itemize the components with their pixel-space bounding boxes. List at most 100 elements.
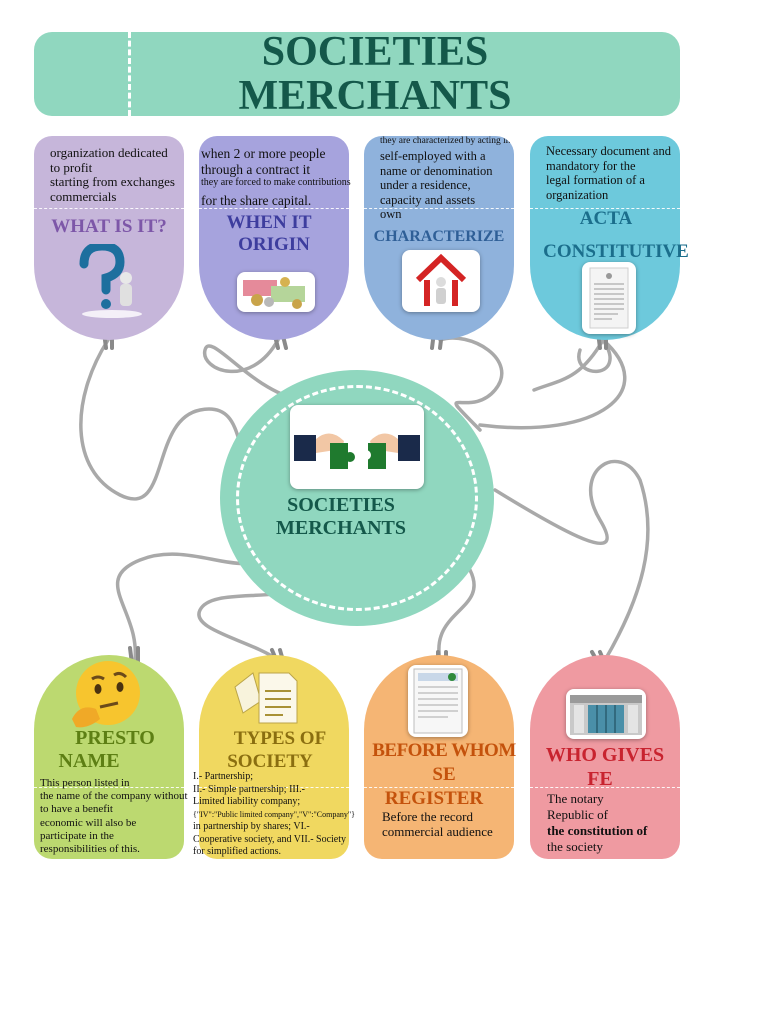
card-characterize: they are characterized by acting in self…: [364, 136, 514, 340]
text-line: responsibilities of this.: [40, 843, 140, 856]
wire-acta: [478, 338, 627, 430]
card-fe-heading: WHO GIVES FE: [524, 743, 686, 791]
text-line: The notary: [547, 791, 604, 806]
text-line-bold: the constitution of: [547, 823, 648, 838]
wire-presto: [115, 552, 272, 662]
heading-line: SE: [432, 764, 456, 785]
text-line: in partnership by shares; VI.-: [193, 821, 310, 832]
text-line: they are forced to make contributions: [201, 177, 351, 188]
card-divider: [199, 787, 349, 788]
text-line: Necessary document and: [546, 144, 671, 158]
card-fe-text: The notary Republic of the constitution …: [547, 791, 647, 855]
title-line-2: MERCHANTS: [238, 73, 512, 119]
heading-line: REGISTER: [384, 788, 484, 809]
text-line: to have a benefit: [40, 803, 113, 816]
card-what-text: organization dedicated to profit startin…: [50, 145, 175, 204]
text-line: participate in the: [40, 829, 114, 842]
center-ring: [236, 385, 478, 611]
card-acta-constitutive: Necessary document and mandatory for the…: [530, 136, 689, 340]
papers-icon: [231, 667, 301, 727]
banner-divider: [128, 32, 131, 116]
text-line: organization dedicated: [50, 145, 168, 160]
wire-origin: [203, 338, 302, 402]
page-title: SOCIETIES MERCHANTS: [150, 30, 600, 118]
text-line: This person listed in: [40, 777, 130, 789]
heading-line: WHEN IT: [226, 212, 312, 233]
heading-line: FE: [587, 768, 613, 790]
text-line: Cooperative society, and VII.- Society: [193, 833, 347, 845]
card-origin-heading: WHEN IT ORIGIN: [199, 212, 349, 256]
heading-line: ACTA: [579, 208, 633, 229]
card-divider: [364, 787, 514, 788]
card-when-it-origin: when 2 or more people through a contract…: [199, 136, 351, 340]
heading-line: WHO GIVES: [545, 744, 665, 766]
card-who-gives-fe: WHO GIVES FE The notary Republic of the …: [530, 655, 680, 859]
text-line: when 2 or more people: [201, 146, 326, 161]
text-line: under a residence,: [380, 178, 471, 192]
heading-line: TYPES OF: [233, 728, 327, 749]
text-line: starting from exchanges: [50, 174, 175, 189]
card-characterize-text: they are characterized by acting in self…: [380, 136, 511, 222]
wire-fe: [493, 459, 650, 662]
heading-line: NAME: [58, 750, 120, 772]
building-icon: [566, 689, 646, 739]
thinking-face-icon: [66, 657, 146, 733]
text-line: Before the record: [382, 809, 473, 824]
wire-what: [79, 338, 262, 501]
card-divider: [34, 208, 184, 209]
heading-line: BEFORE WHOM: [372, 740, 516, 761]
text-line: for the share capital.: [201, 193, 312, 208]
text-line: own: [380, 207, 402, 221]
text-line: they are characterized by acting in: [380, 136, 511, 146]
question-mark-figure-icon: [74, 241, 144, 320]
house-figure-icon: [402, 250, 480, 312]
text-line: organization: [546, 187, 609, 202]
card-divider: [530, 787, 680, 788]
text-line: for simplified actions.: [193, 846, 282, 857]
text-line: name or denomination: [380, 163, 493, 178]
card-origin-text: when 2 or more people through a contract…: [201, 146, 351, 209]
heading-line: PRESTO: [75, 727, 155, 749]
center-label-line-2: MERCHANTS: [275, 517, 406, 539]
puzzle-handshake-icon: [290, 405, 424, 489]
money-icon: [237, 272, 315, 312]
card-presto-heading: PRESTO NAME: [34, 727, 184, 773]
text-line: through a contract it: [201, 161, 311, 177]
text-line: self-employed with a: [380, 149, 486, 163]
text-line: commercials: [50, 188, 117, 204]
text-line: capacity and assets: [380, 192, 476, 207]
heading-line: CONSTITUTIVE: [543, 241, 689, 262]
text-line: legal formation of a: [546, 173, 645, 187]
card-register-text: Before the record commercial audience: [382, 809, 493, 839]
heading-line: ORIGIN: [238, 234, 310, 255]
document-icon: [582, 262, 636, 334]
text-line: to profit: [50, 159, 93, 175]
card-types-heading: TYPES OF SOCIETY: [191, 727, 349, 773]
card-types-text: I.- Partnership; II.- Simple partnership…: [193, 771, 355, 859]
card-divider: [530, 208, 680, 209]
text-line: I.- Partnership;: [193, 771, 253, 782]
card-what-is-it: organization dedicated to profit startin…: [34, 136, 184, 340]
card-divider: [364, 208, 514, 209]
text-line: the name of the company without: [40, 790, 188, 803]
text-line: Limited liability company;: [193, 796, 301, 807]
title-line-1: SOCIETIES: [261, 29, 489, 75]
card-acta-heading: ACTA CONSTITUTIVE: [522, 202, 710, 268]
text-line: economic will also be: [40, 816, 137, 829]
wire-types: [197, 588, 302, 662]
card-register-heading: BEFORE WHOM SE REGISTER: [354, 739, 534, 811]
card-divider: [34, 787, 184, 788]
card-before-whom-register: BEFORE WHOM SE REGISTER Before the recor…: [364, 655, 516, 859]
center-label: SOCIETIES MERCHANTS: [236, 494, 446, 540]
heading-line: SOCIETY: [227, 751, 313, 772]
text-line: Republic of: [547, 807, 609, 822]
wire-characterize: [438, 336, 504, 432]
card-presto-name: PRESTO NAME This person listed in the na…: [34, 655, 188, 859]
card-presto-text: This person listed in the name of the co…: [40, 777, 188, 856]
card-characterize-heading: CHARACTERIZE: [373, 228, 505, 245]
center-label-line-1: SOCIETIES: [287, 494, 395, 516]
certificate-icon: [408, 665, 468, 737]
card-types-of-society: TYPES OF SOCIETY I.- Partnership; II.- S…: [193, 655, 355, 859]
title-banner: [34, 32, 680, 116]
